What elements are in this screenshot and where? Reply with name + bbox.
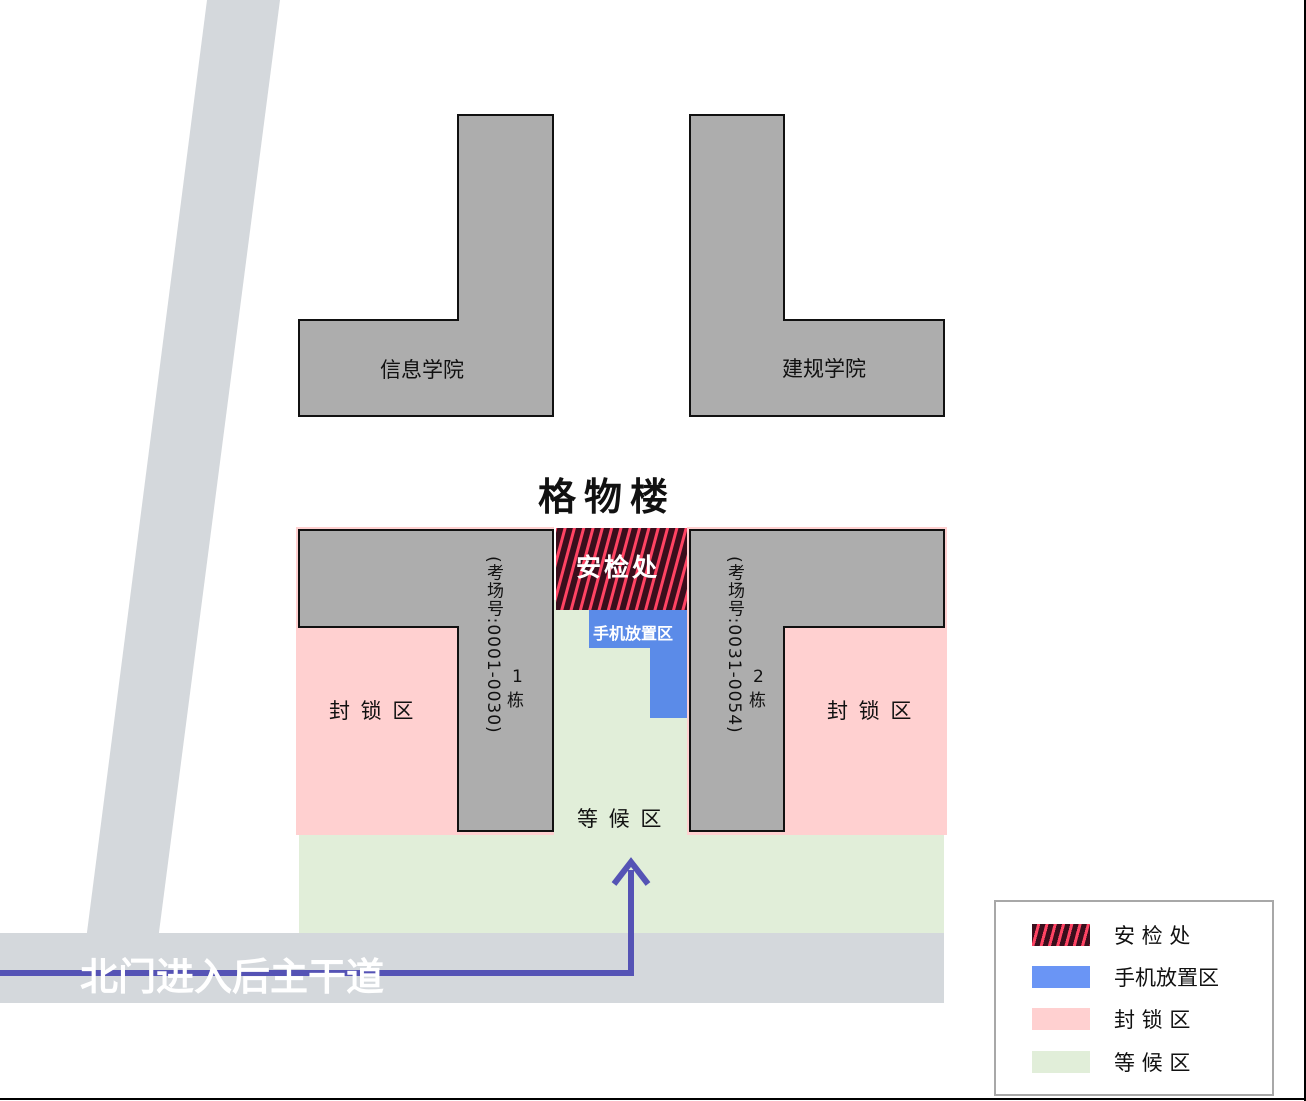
- phone-storage-area: [589, 610, 687, 718]
- building-wing-1: [298, 529, 554, 832]
- label-lockdown-right: 封 锁 区: [827, 699, 914, 723]
- building-info-college: [298, 114, 554, 417]
- arrow-head-icon: [611, 857, 651, 886]
- label-arch-college: 建规学院: [782, 357, 866, 381]
- route-arrow: [0, 870, 634, 976]
- label-lockdown-left: 封 锁 区: [329, 699, 416, 723]
- wing-2-number: 2: [753, 667, 764, 687]
- side-road: [86, 0, 280, 940]
- wing-1-number: 1: [512, 667, 523, 687]
- legend-item-security: 安 检 处: [1032, 922, 1190, 948]
- legend-item-phone-storage: 手机放置区: [1032, 964, 1219, 990]
- label-main-road: 北门进入后主干道: [80, 955, 385, 999]
- main-road: [0, 933, 944, 1003]
- wing-2-room-range: (考场号:0031-0054): [724, 556, 744, 734]
- wing-2-unit: 栋: [749, 691, 766, 711]
- phone-storage-swatch-icon: [1032, 966, 1090, 988]
- wing-1-room-range: (考场号:0001-0030): [483, 556, 503, 734]
- page-title: 格物楼: [538, 475, 677, 519]
- legend-label: 等 候 区: [1114, 1051, 1191, 1075]
- security-swatch-icon: [1032, 924, 1090, 946]
- legend-item-lockdown: 封 锁 区: [1032, 1006, 1190, 1032]
- legend-label: 安 检 处: [1114, 924, 1191, 948]
- label-security: 安检处: [576, 553, 661, 582]
- building-wing-2: [689, 529, 945, 832]
- label-waiting: 等 候 区: [577, 807, 664, 831]
- legend-label: 封 锁 区: [1114, 1008, 1191, 1032]
- waiting-swatch-icon: [1032, 1051, 1090, 1073]
- wing-1-unit: 栋: [507, 691, 524, 711]
- building-arch-college: [689, 114, 945, 417]
- legend-label: 手机放置区: [1114, 966, 1219, 990]
- legend: 安 检 处 手机放置区 封 锁 区 等 候 区: [994, 900, 1274, 1096]
- security-checkpoint-area: [556, 528, 687, 610]
- label-info-college: 信息学院: [380, 358, 464, 382]
- legend-item-waiting: 等 候 区: [1032, 1049, 1190, 1075]
- lockdown-swatch-icon: [1032, 1008, 1090, 1030]
- label-phone-storage: 手机放置区: [593, 624, 674, 643]
